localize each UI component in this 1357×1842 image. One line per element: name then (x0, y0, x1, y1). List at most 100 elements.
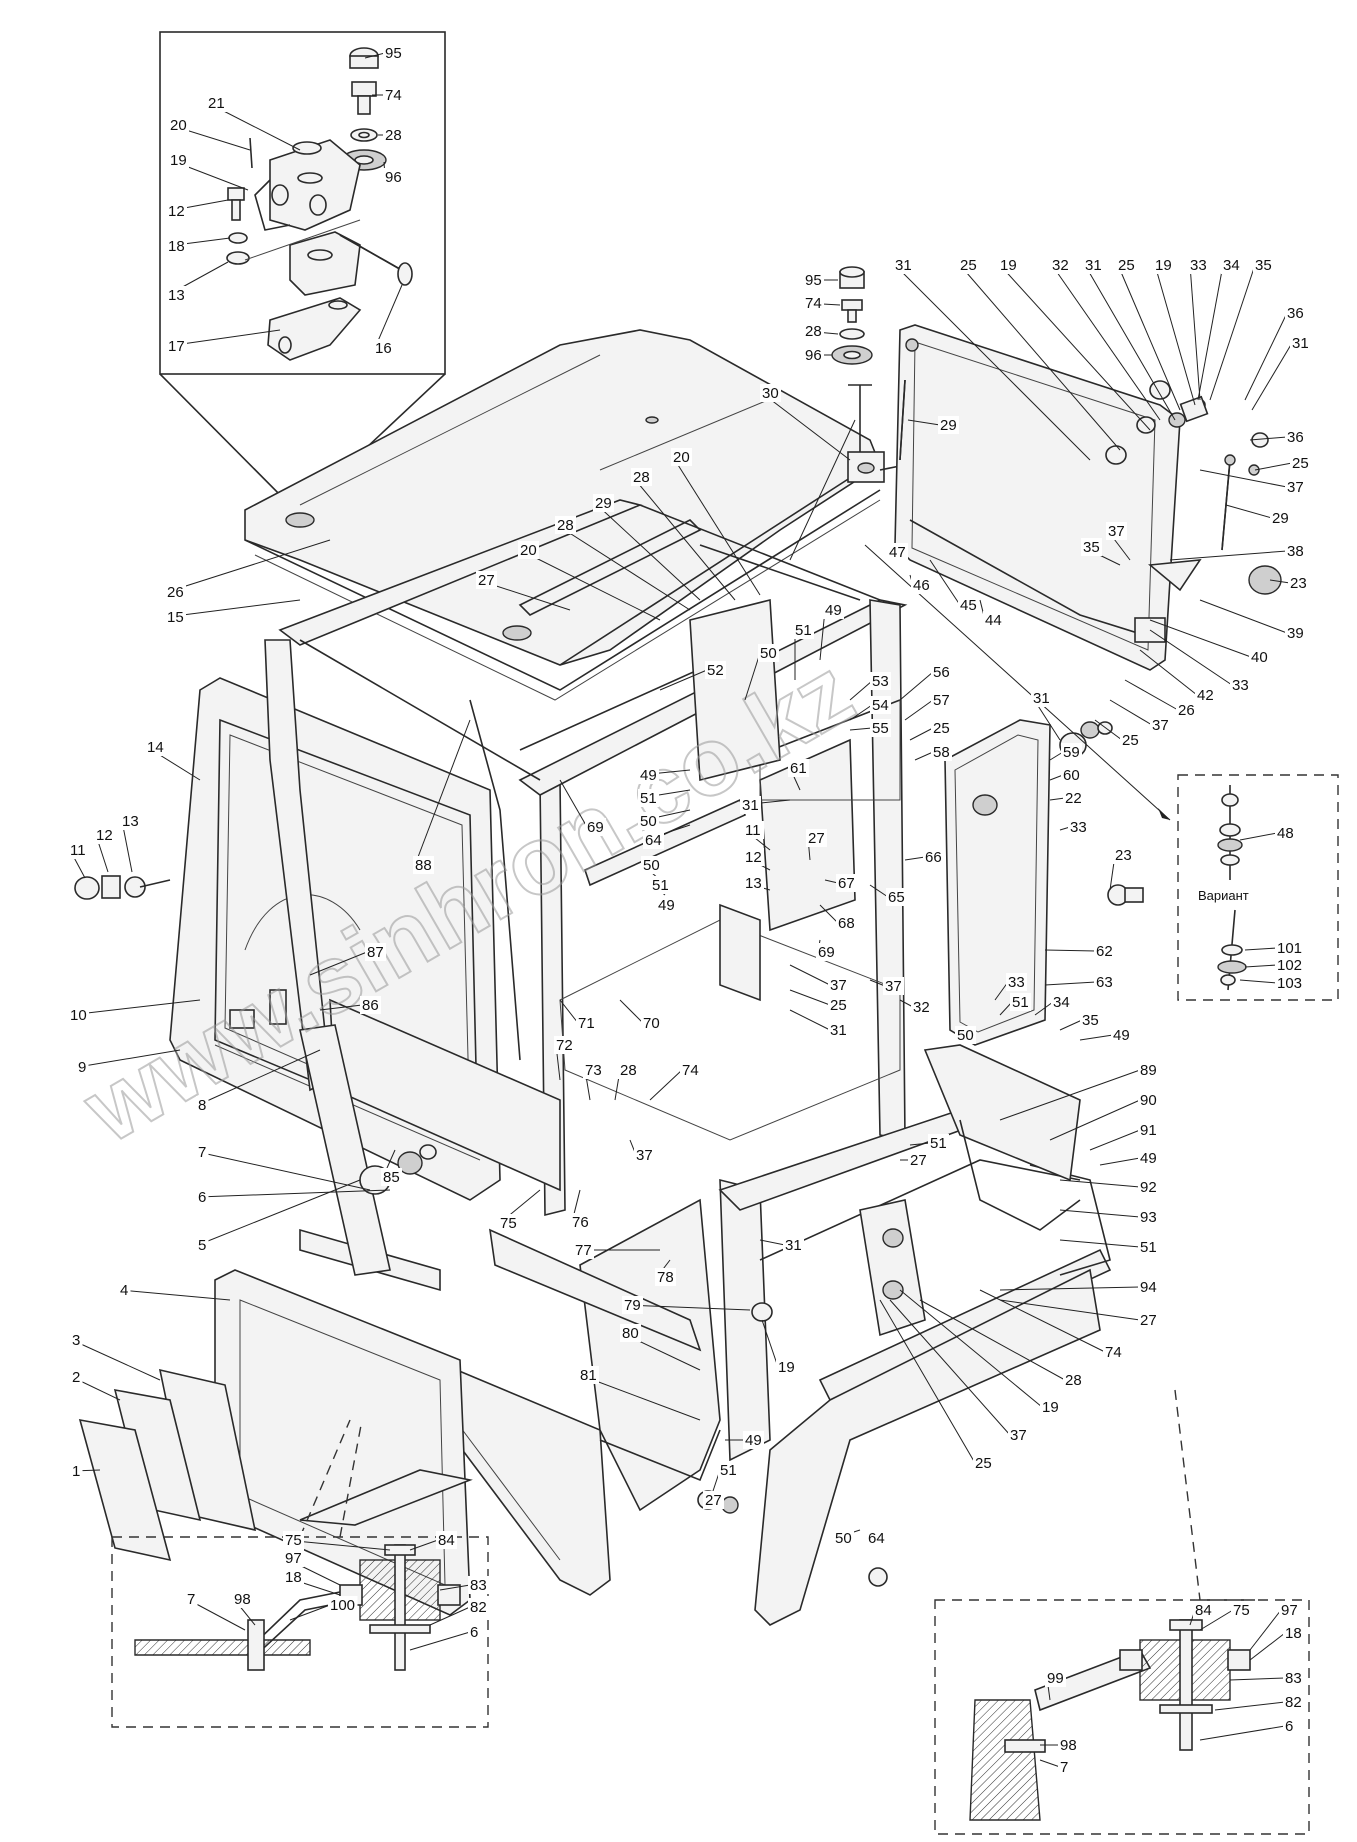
callout-backdrop (836, 914, 857, 932)
callout-backdrop (1279, 1601, 1300, 1619)
part-number-callout: 51 (640, 790, 657, 807)
leader-line (979, 1289, 1106, 1353)
part-number-callout: 96 (385, 169, 402, 186)
part-number-callout: 35 (1083, 539, 1100, 556)
callout-backdrop (1253, 256, 1274, 274)
callout-backdrop (1138, 1061, 1159, 1079)
leader-line (869, 884, 889, 898)
callout-backdrop (283, 1549, 304, 1567)
leader-line (1089, 1129, 1141, 1151)
part-number-callout: 33 (1190, 257, 1207, 274)
leader-line (1139, 649, 1198, 696)
callout-backdrop (578, 1366, 599, 1384)
callout-backdrop (1288, 574, 1309, 592)
leader-line (1117, 264, 1181, 411)
callout-backdrop (1153, 256, 1174, 274)
callout-backdrop (1063, 789, 1084, 807)
part-number-callout: 33 (1008, 974, 1025, 991)
part-number-callout: 25 (1292, 455, 1309, 472)
callout-backdrop (1188, 256, 1209, 274)
leader-line (1059, 1179, 1141, 1188)
part-number-callout: 37 (885, 978, 902, 995)
part-number-callout: 8 (198, 1097, 206, 1114)
callout-backdrop (973, 1454, 994, 1472)
callout-backdrop (185, 1590, 198, 1608)
callout-backdrop (1275, 956, 1305, 974)
callout-backdrop (1138, 1091, 1159, 1109)
part-number-callout: 57 (933, 692, 950, 709)
leader-line (1084, 264, 1176, 421)
part-number-callout: 51 (720, 1462, 737, 1479)
callout-backdrop (743, 848, 764, 866)
callout-backdrop (1249, 648, 1270, 666)
callout-backdrop (166, 337, 187, 355)
part-number-callout: 19 (1042, 1399, 1059, 1416)
part-number-callout: 62 (1096, 943, 1113, 960)
part-number-callout: 97 (285, 1550, 302, 1567)
callout-backdrop (168, 151, 189, 169)
variant-inset (1177, 774, 1339, 1001)
callout-backdrop (555, 516, 576, 534)
leader-line (559, 779, 588, 828)
part-number-callout: 91 (1140, 1122, 1157, 1139)
leader-line (319, 1004, 363, 1011)
callout-backdrop (68, 1006, 89, 1024)
leader-line (1199, 469, 1288, 488)
leader-line (1254, 462, 1293, 471)
callout-backdrop (1270, 509, 1291, 527)
mount-detail-left (111, 1419, 489, 1728)
part-number-callout: 70 (643, 1015, 660, 1032)
callout-backdrop (983, 611, 1004, 629)
part-number-callout: 95 (805, 272, 822, 289)
leader-line (429, 1606, 471, 1626)
leader-line (789, 964, 831, 986)
leader-line (1244, 964, 1278, 968)
leader-line (909, 1142, 931, 1146)
leader-line (1124, 679, 1179, 711)
callout-backdrop (1290, 334, 1311, 352)
part-number-callout: 71 (578, 1015, 595, 1032)
leader-line (69, 999, 201, 1016)
callout-backdrop (498, 1214, 519, 1232)
callout-backdrop (931, 691, 952, 709)
part-number-callout: 23 (1290, 575, 1307, 592)
callout-backdrop (631, 468, 652, 486)
callout-backdrop (413, 856, 434, 874)
leader-line (849, 727, 873, 731)
part-number-callout: 73 (585, 1062, 602, 1079)
part-number-callout: 37 (636, 1147, 653, 1164)
part-number-callout: 18 (1285, 1625, 1302, 1642)
part-number-callout: 13 (745, 875, 762, 892)
callout-backdrop (1221, 256, 1242, 274)
callout-backdrop (911, 998, 932, 1016)
callout-backdrop (1083, 256, 1104, 274)
leader-line (672, 456, 761, 596)
leader-line (1039, 1759, 1061, 1768)
part-number-callout: 55 (872, 720, 889, 737)
part-number-callout: 3 (72, 1332, 80, 1349)
part-number-callout: 49 (1140, 1150, 1157, 1167)
part-number-callout: 42 (1197, 687, 1214, 704)
callout-backdrop (1040, 1398, 1061, 1416)
callout-backdrop (1138, 1149, 1159, 1167)
callout-backdrop (1120, 731, 1141, 749)
part-number-callout: 81 (580, 1367, 597, 1384)
callout-backdrop (1150, 716, 1171, 734)
variant-label: Вариант (1198, 888, 1249, 903)
callout-backdrop (893, 256, 914, 274)
callout-backdrop (1045, 1669, 1066, 1687)
part-number-callout: 25 (1118, 257, 1135, 274)
leader-line (1099, 1157, 1141, 1166)
callout-backdrop (1195, 686, 1216, 704)
leader-line (907, 419, 941, 426)
part-number-callout: 28 (620, 1062, 637, 1079)
part-number-callout: 11 (745, 822, 761, 839)
leader-line (632, 476, 736, 601)
callout-backdrop (94, 826, 115, 844)
leader-line (999, 264, 1151, 431)
callout-backdrop (622, 1296, 643, 1314)
part-number-callout: 36 (1287, 305, 1304, 322)
leader-line (594, 502, 701, 601)
part-number-callout: 75 (500, 1215, 517, 1232)
leader-line (899, 671, 934, 701)
